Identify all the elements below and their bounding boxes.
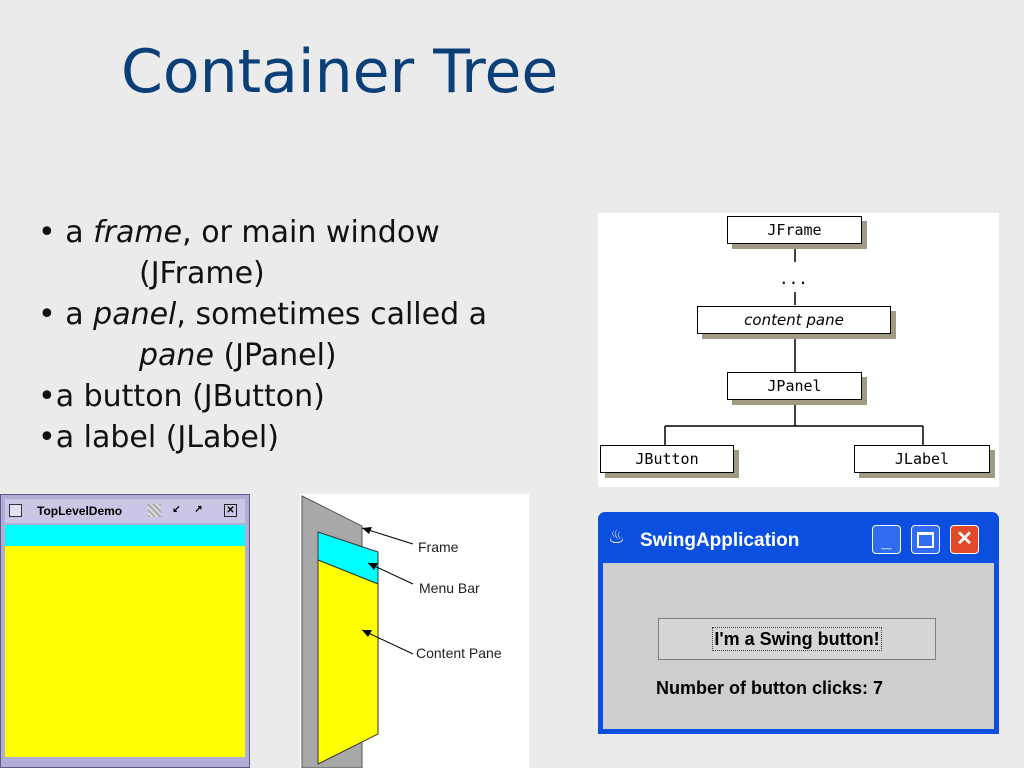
click-count-label: Number of button clicks: 7	[656, 678, 884, 698]
label-content-pane: Content Pane	[416, 645, 502, 661]
content-pane	[5, 546, 245, 757]
bullet-panel-cont: pane (JPanel)	[139, 338, 337, 373]
term-frame: frame	[93, 215, 183, 250]
toplevel-demo-window: TopLevelDemo ↙ ↗ ✕	[0, 494, 250, 768]
tree-connectors	[664, 248, 924, 445]
node-jbutton: JButton	[600, 445, 734, 473]
toplevel-title: TopLevelDemo	[37, 504, 123, 518]
node-content-pane: content pane	[697, 306, 891, 334]
swing-button[interactable]: I'm a Swing button!	[658, 618, 936, 660]
swing-title: SwingApplication	[640, 530, 800, 551]
content-pane-layer	[317, 559, 379, 765]
bullet-panel: • a panel, sometimes called a	[38, 297, 488, 332]
node-jpanel: JPanel	[727, 372, 862, 400]
layers-graphic	[301, 495, 414, 768]
bullet-list: • a frame, or main window (JFrame) • a p…	[38, 212, 578, 458]
menu-bar	[5, 525, 245, 546]
maximize-button[interactable]	[911, 525, 940, 554]
node-jlabel: JLabel	[854, 445, 990, 473]
node-jframe: JFrame	[727, 216, 862, 244]
bullet-button: •a button (JButton)	[38, 379, 325, 414]
node-ellipsis: ...	[779, 269, 808, 288]
bullet-frame: • a frame, or main window	[38, 215, 440, 250]
bullet-label: •a label (JLabel)	[38, 420, 279, 455]
content-pane-arrow	[361, 629, 414, 655]
label-frame: Frame	[418, 539, 459, 555]
bullet-frame-cont: (JFrame)	[139, 256, 265, 291]
maximize-icon	[917, 532, 934, 548]
window-icon	[9, 504, 22, 517]
swing-content-area: I'm a Swing button! Number of button cli…	[603, 563, 994, 729]
close-icon[interactable]: ✕	[224, 504, 237, 517]
term-panel: panel	[93, 297, 177, 332]
close-button[interactable]: ✕	[950, 525, 979, 554]
layers-illustration: Frame Menu Bar Content Pane	[300, 494, 529, 768]
frame-arrow	[361, 527, 414, 545]
grip-icon	[148, 504, 161, 517]
minimize-button[interactable]: _	[872, 525, 901, 554]
term-pane: pane	[139, 338, 214, 373]
maximize-icon[interactable]: ↗	[194, 504, 203, 515]
toplevel-title-bar[interactable]: TopLevelDemo ↙ ↗ ✕	[5, 499, 245, 523]
java-logo-icon: ♨	[608, 526, 626, 548]
slide-title: Container Tree	[121, 37, 559, 107]
swing-application-window: ♨ SwingApplication _ ✕ I'm a Swing butto…	[598, 512, 999, 734]
iconify-icon[interactable]: ↙	[172, 504, 181, 515]
label-menu-bar: Menu Bar	[419, 580, 480, 596]
container-tree-diagram: JFrame ... content pane JPanel JButton J…	[598, 213, 999, 487]
